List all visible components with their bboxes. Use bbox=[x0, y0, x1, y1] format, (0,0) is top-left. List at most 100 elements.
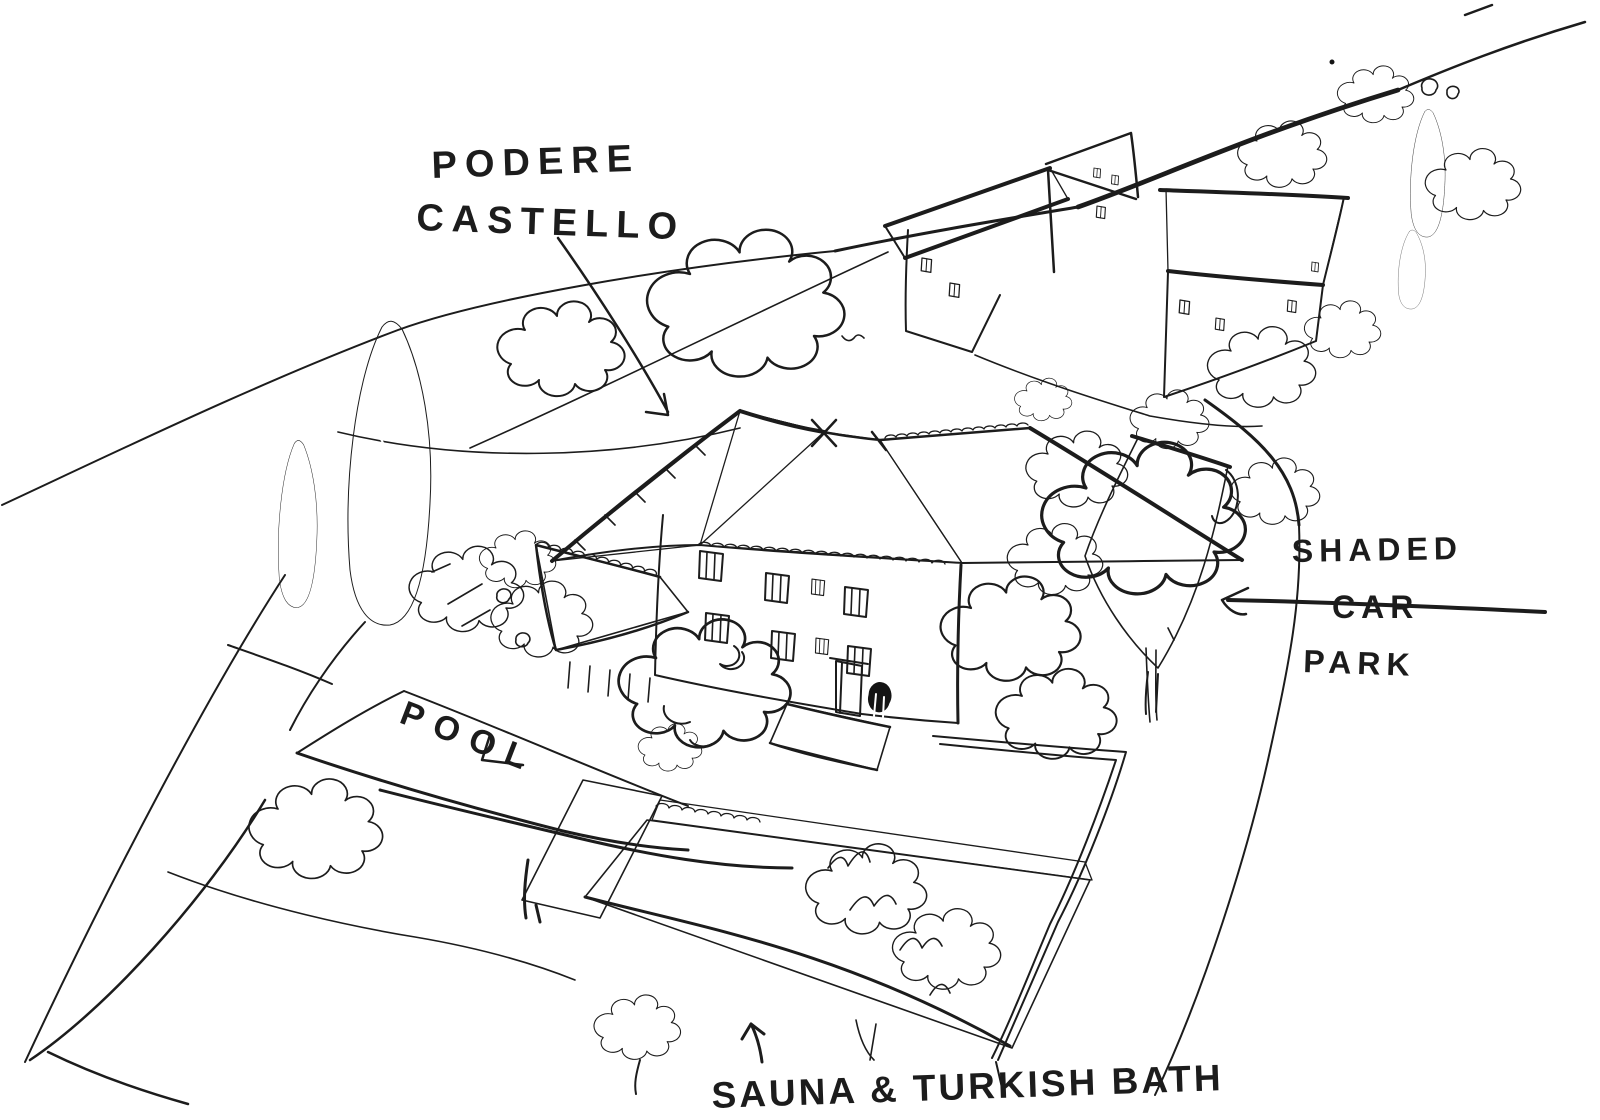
tower-outline bbox=[1044, 131, 1140, 274]
round-trees bbox=[469, 228, 889, 772]
bush bbox=[593, 994, 681, 1060]
left-road-edge-heavy bbox=[28, 798, 267, 1106]
barn-left-facade bbox=[884, 225, 1001, 353]
round-tree bbox=[496, 300, 626, 397]
car-park-outline bbox=[1084, 437, 1229, 669]
garden-right-bush-scribbles bbox=[827, 851, 951, 996]
bush bbox=[805, 843, 928, 935]
cypress-tree bbox=[1397, 229, 1426, 310]
tiny-scribbles bbox=[1420, 78, 1460, 100]
main-house bbox=[534, 334, 1244, 772]
window bbox=[1095, 205, 1106, 220]
right-road-edge bbox=[1154, 524, 1301, 1096]
cypress-scribble bbox=[364, 369, 416, 576]
farm-buildings bbox=[883, 65, 1522, 428]
label-podere: PODERE bbox=[431, 138, 641, 187]
label-castello: CASTELLO bbox=[416, 197, 686, 248]
right-road-edge-top bbox=[1203, 398, 1301, 527]
tall-tree-trunk bbox=[1145, 627, 1175, 723]
bush bbox=[1230, 457, 1321, 525]
annex-edges bbox=[534, 543, 690, 652]
arrow-to-car-park bbox=[1226, 598, 1547, 614]
flower-pot-lines bbox=[873, 693, 885, 718]
eave-lines bbox=[551, 544, 1243, 564]
bush bbox=[1025, 430, 1129, 508]
field-bottom-heavy bbox=[523, 858, 1012, 1048]
field-top-bumps bbox=[655, 802, 761, 823]
bush bbox=[1304, 300, 1382, 358]
window bbox=[843, 586, 869, 618]
facade-outline bbox=[654, 514, 959, 724]
window bbox=[1311, 261, 1320, 273]
window bbox=[704, 612, 730, 644]
bush bbox=[1014, 377, 1073, 421]
window bbox=[698, 550, 724, 582]
window bbox=[920, 257, 933, 274]
roof-ladder-ticks bbox=[574, 444, 706, 551]
front-door bbox=[829, 657, 869, 717]
barn-left-roof-edges bbox=[883, 166, 1070, 260]
barn-right-roof bbox=[1165, 188, 1345, 286]
hedge-band-diagonal bbox=[651, 799, 1093, 881]
label-pool: POOL bbox=[395, 694, 543, 781]
cypress-tree bbox=[347, 320, 432, 626]
footpath-double-line bbox=[932, 735, 1127, 1093]
arrow-to-car-park-head bbox=[1220, 586, 1250, 616]
pool-outline bbox=[296, 690, 689, 807]
bush bbox=[248, 778, 384, 879]
window bbox=[1093, 167, 1102, 179]
roof-outline-heavy bbox=[550, 409, 1244, 563]
window bbox=[770, 630, 796, 662]
arrow-to-house bbox=[556, 236, 670, 417]
hedge-band-horizontal bbox=[521, 779, 663, 919]
hill-road-line bbox=[1, 250, 836, 506]
facade-right-corner bbox=[956, 563, 963, 725]
round-tree bbox=[1337, 65, 1415, 123]
annex-scallops bbox=[535, 541, 658, 576]
arrow-to-sauna bbox=[740, 1022, 766, 1064]
road-line-corner bbox=[1396, 3, 1587, 92]
left-road-lines bbox=[24, 574, 366, 1063]
terrace-ground-line bbox=[167, 871, 576, 981]
pool-edge-heavy bbox=[295, 751, 794, 870]
ink-dot bbox=[1329, 59, 1335, 65]
window bbox=[810, 578, 826, 597]
cypress-tree bbox=[278, 440, 318, 608]
round-tree bbox=[646, 228, 846, 378]
annotations: PODERE CASTELLO SHADED CAR PARK POOL SAU… bbox=[395, 138, 1547, 1116]
hedge-ticks bbox=[567, 661, 877, 1061]
car-park-area bbox=[593, 389, 1321, 1096]
pergola-edge-heavy bbox=[768, 702, 892, 772]
roof-left-face bbox=[551, 410, 825, 562]
bush bbox=[995, 668, 1118, 760]
cypress-tree bbox=[1410, 109, 1446, 238]
window bbox=[1286, 299, 1297, 314]
label-shaded: SHADED bbox=[1291, 530, 1463, 569]
window bbox=[1178, 299, 1191, 316]
window bbox=[764, 572, 790, 604]
window bbox=[814, 637, 830, 656]
label-car: CAR bbox=[1332, 589, 1419, 625]
knoll-line bbox=[337, 427, 741, 455]
eave-scallops bbox=[697, 422, 1029, 565]
road-line-top-right bbox=[1075, 87, 1401, 210]
flower-pots bbox=[868, 682, 892, 713]
bush bbox=[479, 530, 557, 588]
left-trees bbox=[248, 320, 594, 879]
barn-right-facade bbox=[1163, 196, 1345, 398]
swimming-pool bbox=[295, 690, 794, 870]
garden-terraces bbox=[521, 661, 1127, 1093]
hillside-line bbox=[469, 251, 889, 449]
car-park-top-heavy bbox=[1130, 434, 1232, 469]
window bbox=[1214, 317, 1225, 332]
round-tree bbox=[1424, 148, 1522, 220]
barn-right-roof-edges bbox=[1158, 188, 1350, 287]
striped-field bbox=[584, 819, 1091, 1049]
pool-step-mark bbox=[480, 733, 525, 767]
label-park: PARK bbox=[1303, 643, 1416, 683]
country-roads bbox=[1, 3, 1587, 1106]
roof-ridge-lines bbox=[810, 418, 1032, 452]
squiggle-mark bbox=[841, 334, 865, 342]
